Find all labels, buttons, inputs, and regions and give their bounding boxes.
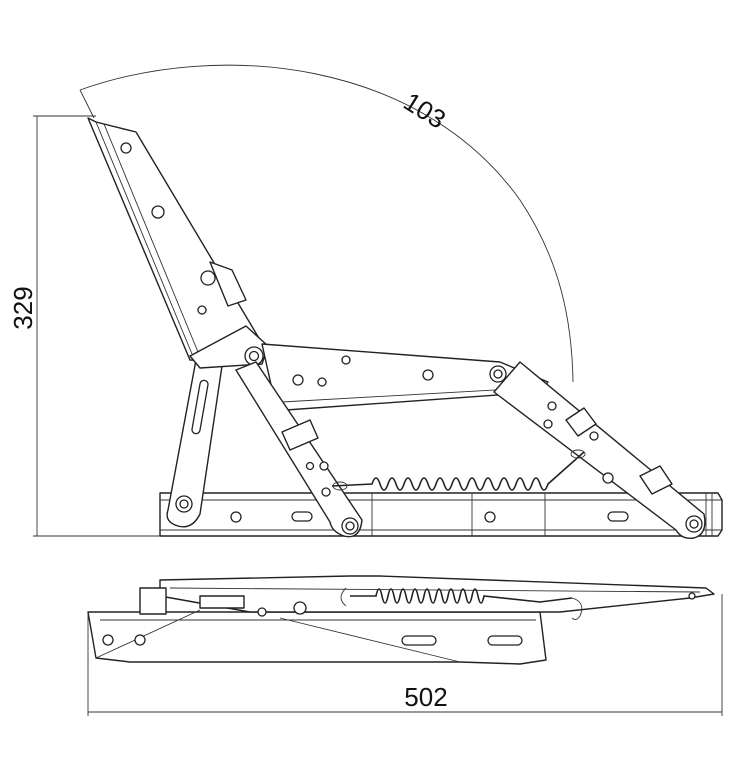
arm-hole: [292, 374, 304, 386]
arc-dimension-label: 103: [398, 86, 451, 134]
closed-slot: [487, 635, 523, 646]
rail-hole: [230, 511, 242, 523]
lid-plate-hole: [151, 205, 165, 219]
closed-hole: [688, 592, 696, 600]
spring-lower: [350, 588, 573, 604]
lid-plate-hole: [120, 142, 132, 154]
strut-slot: [191, 379, 209, 435]
closed-hole: [257, 607, 267, 617]
link-hole: [305, 461, 315, 471]
link-hole: [589, 431, 599, 441]
width-dimension-label: 502: [404, 682, 447, 712]
link-hole: [602, 472, 614, 484]
closed-block: [199, 595, 245, 609]
lid-plate-rivet: [200, 270, 216, 286]
closed-base-plate: [87, 611, 547, 665]
lid-plate-tab: [209, 261, 247, 307]
opening-arc: [79, 64, 574, 383]
arc-start-line: [79, 89, 95, 119]
spring-upper: [331, 451, 585, 491]
closed-hole: [102, 634, 114, 646]
arm-hole: [317, 377, 327, 387]
arm-hole: [422, 369, 434, 381]
closed-pivot: [293, 601, 307, 615]
open-hinge-view: [87, 117, 723, 540]
rail-slot: [607, 511, 629, 522]
link-hole: [321, 487, 331, 497]
rail-hole: [484, 511, 496, 523]
link-hole: [319, 461, 329, 471]
height-dimension: 329: [8, 115, 160, 537]
closed-hole: [134, 634, 146, 646]
height-dimension-label: 329: [8, 286, 38, 329]
right-link-band: [639, 465, 673, 495]
right-link-band: [565, 407, 597, 437]
link-hole: [547, 401, 557, 411]
rail-slot: [291, 511, 313, 522]
arm-hole: [341, 355, 351, 365]
closed-block: [139, 587, 167, 615]
center-link-band: [281, 419, 319, 451]
link-hole: [543, 419, 553, 429]
lid-plate-hole: [197, 305, 207, 315]
closed-hinge-view: 502: [87, 575, 723, 716]
slotted-strut: [166, 359, 223, 528]
closed-slot: [401, 635, 437, 646]
lid-plate: [87, 117, 267, 363]
